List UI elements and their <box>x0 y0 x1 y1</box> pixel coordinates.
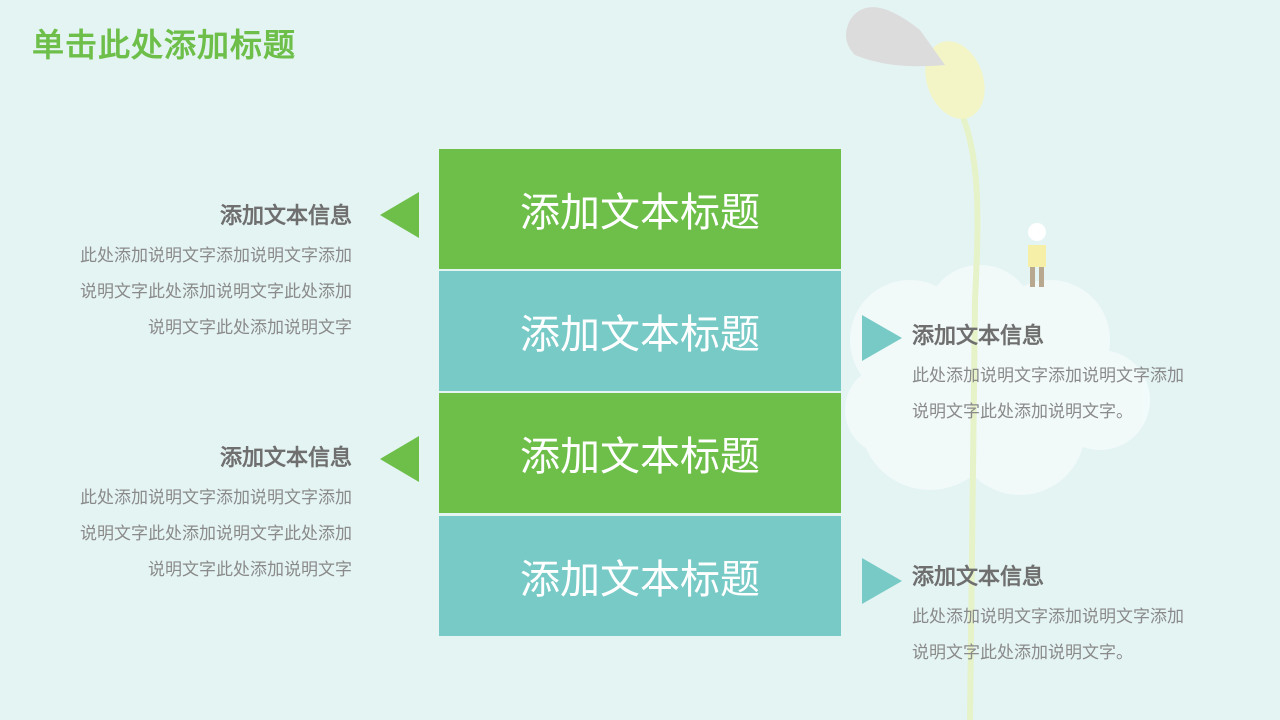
info-line: 说明文字此处添加说明文字 <box>148 560 352 580</box>
info-title: 添加文本信息 <box>912 324 1045 349</box>
info-title: 添加文本信息 <box>219 446 352 471</box>
info-line: 说明文字此处添加说明文字。 <box>912 643 1133 663</box>
right-info-1[interactable]: 添加文本信息 此处添加说明文字添加说明文字添加 说明文字此处添加说明文字。 <box>912 318 1184 430</box>
info-title: 添加文本信息 <box>219 204 352 229</box>
right-arrow-icon <box>862 558 902 604</box>
left-arrow-icon <box>380 436 419 482</box>
info-line: 说明文字此处添加说明文字此处添加 <box>80 524 352 544</box>
title-box-4[interactable]: 添加文本标题 <box>439 516 841 636</box>
info-line: 此处添加说明文字添加说明文字添加 <box>80 246 352 266</box>
background-illustration <box>845 7 1150 720</box>
info-title: 添加文本信息 <box>912 565 1045 590</box>
left-arrow-icon <box>380 192 419 238</box>
info-line: 说明文字此处添加说明文字此处添加 <box>80 282 352 302</box>
slide-title[interactable]: 单击此处添加标题 <box>32 26 297 64</box>
right-info-2[interactable]: 添加文本信息 此处添加说明文字添加说明文字添加 说明文字此处添加说明文字。 <box>912 559 1184 671</box>
cloud-illustration <box>845 265 1150 495</box>
title-box-3[interactable]: 添加文本标题 <box>439 393 841 513</box>
left-info-2[interactable]: 添加文本信息 此处添加说明文字添加说明文字添加 说明文字此处添加说明文字此处添加… <box>80 440 352 588</box>
info-line: 说明文字此处添加说明文字。 <box>912 402 1133 422</box>
flower-petal <box>846 7 945 67</box>
rabbit-figure <box>1028 223 1046 287</box>
right-arrow-icon <box>862 315 902 361</box>
info-line: 此处添加说明文字添加说明文字添加 <box>912 366 1184 386</box>
info-line: 说明文字此处添加说明文字 <box>148 318 352 338</box>
title-box-2[interactable]: 添加文本标题 <box>439 271 841 391</box>
info-line: 此处添加说明文字添加说明文字添加 <box>80 488 352 508</box>
left-info-1[interactable]: 添加文本信息 此处添加说明文字添加说明文字添加 说明文字此处添加说明文字此处添加… <box>80 198 352 346</box>
info-line: 此处添加说明文字添加说明文字添加 <box>912 607 1184 627</box>
title-box-1[interactable]: 添加文本标题 <box>439 149 841 269</box>
